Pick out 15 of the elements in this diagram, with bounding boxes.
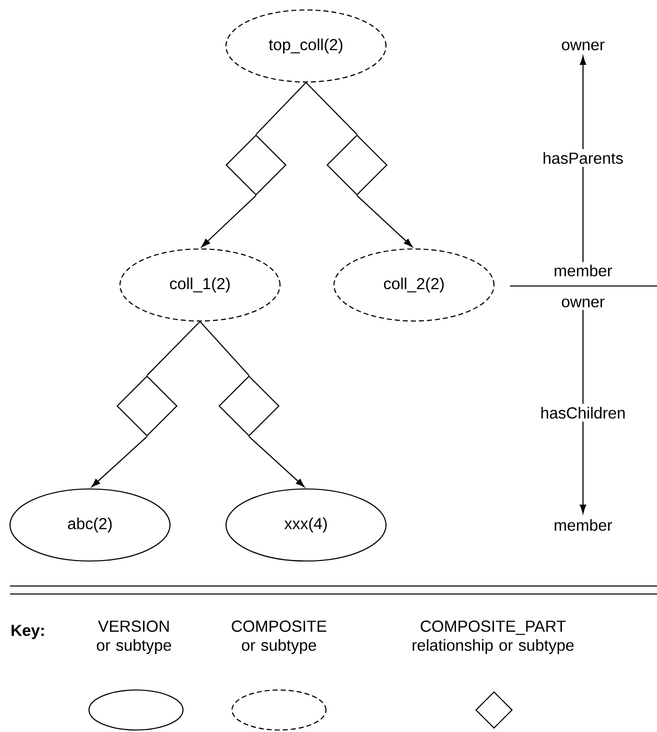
edge-label: hasChildren	[537, 404, 629, 422]
role-label: member	[554, 519, 612, 531]
arrow	[91, 436, 148, 488]
legend-item: VERSION or subtype	[88, 620, 184, 731]
arrow	[248, 436, 305, 488]
legend-item: COMPOSITE or subtype	[231, 620, 327, 731]
key-label: Key:	[12, 624, 44, 640]
arrow	[580, 310, 586, 514]
role-divider: member owner	[510, 264, 657, 308]
legend-item: COMPOSITE_PART relationship or subtype	[412, 620, 574, 729]
role-label: owner	[562, 42, 605, 50]
arrow	[201, 195, 256, 248]
arrow	[356, 195, 413, 248]
edge-label: hasParents	[540, 149, 626, 167]
arrow	[580, 56, 586, 262]
